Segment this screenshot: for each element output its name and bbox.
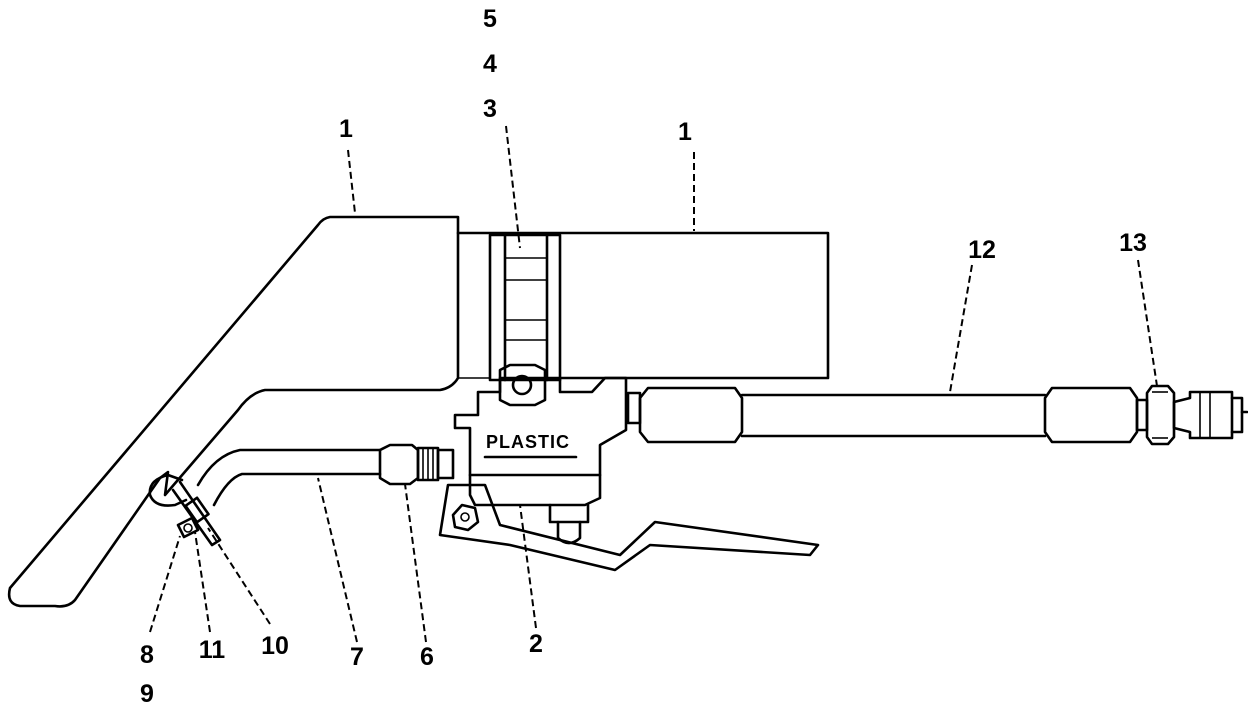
hose <box>626 386 1139 444</box>
label-1-right: 1 <box>678 118 692 146</box>
valve-block: PLASTIC <box>453 376 628 545</box>
handle-body <box>7 215 460 608</box>
quick-connect <box>1135 384 1248 446</box>
label-12: 12 <box>968 236 996 264</box>
label-7: 7 <box>350 643 364 671</box>
clamp-stack <box>488 233 562 407</box>
label-11: 11 <box>199 636 226 664</box>
wand-tube <box>196 448 382 507</box>
label-4: 4 <box>483 50 497 78</box>
plastic-stamp: PLASTIC <box>486 432 570 452</box>
label-13: 13 <box>1119 229 1147 257</box>
label-5: 5 <box>483 5 497 33</box>
label-3: 3 <box>483 95 497 123</box>
label-6: 6 <box>420 643 434 671</box>
fitting <box>378 443 455 486</box>
label-9: 9 <box>140 680 154 707</box>
label-10: 10 <box>261 632 289 660</box>
nozzle-assembly <box>148 473 222 547</box>
trigger-lever <box>438 483 820 572</box>
label-2: 2 <box>529 630 543 658</box>
housing-body <box>456 231 830 380</box>
label-1-left: 1 <box>339 115 353 143</box>
callouts: 5 4 3 1 1 12 13 2 6 7 10 11 8 9 <box>140 5 1147 707</box>
label-8: 8 <box>140 641 154 669</box>
leader-lines <box>149 125 1158 643</box>
